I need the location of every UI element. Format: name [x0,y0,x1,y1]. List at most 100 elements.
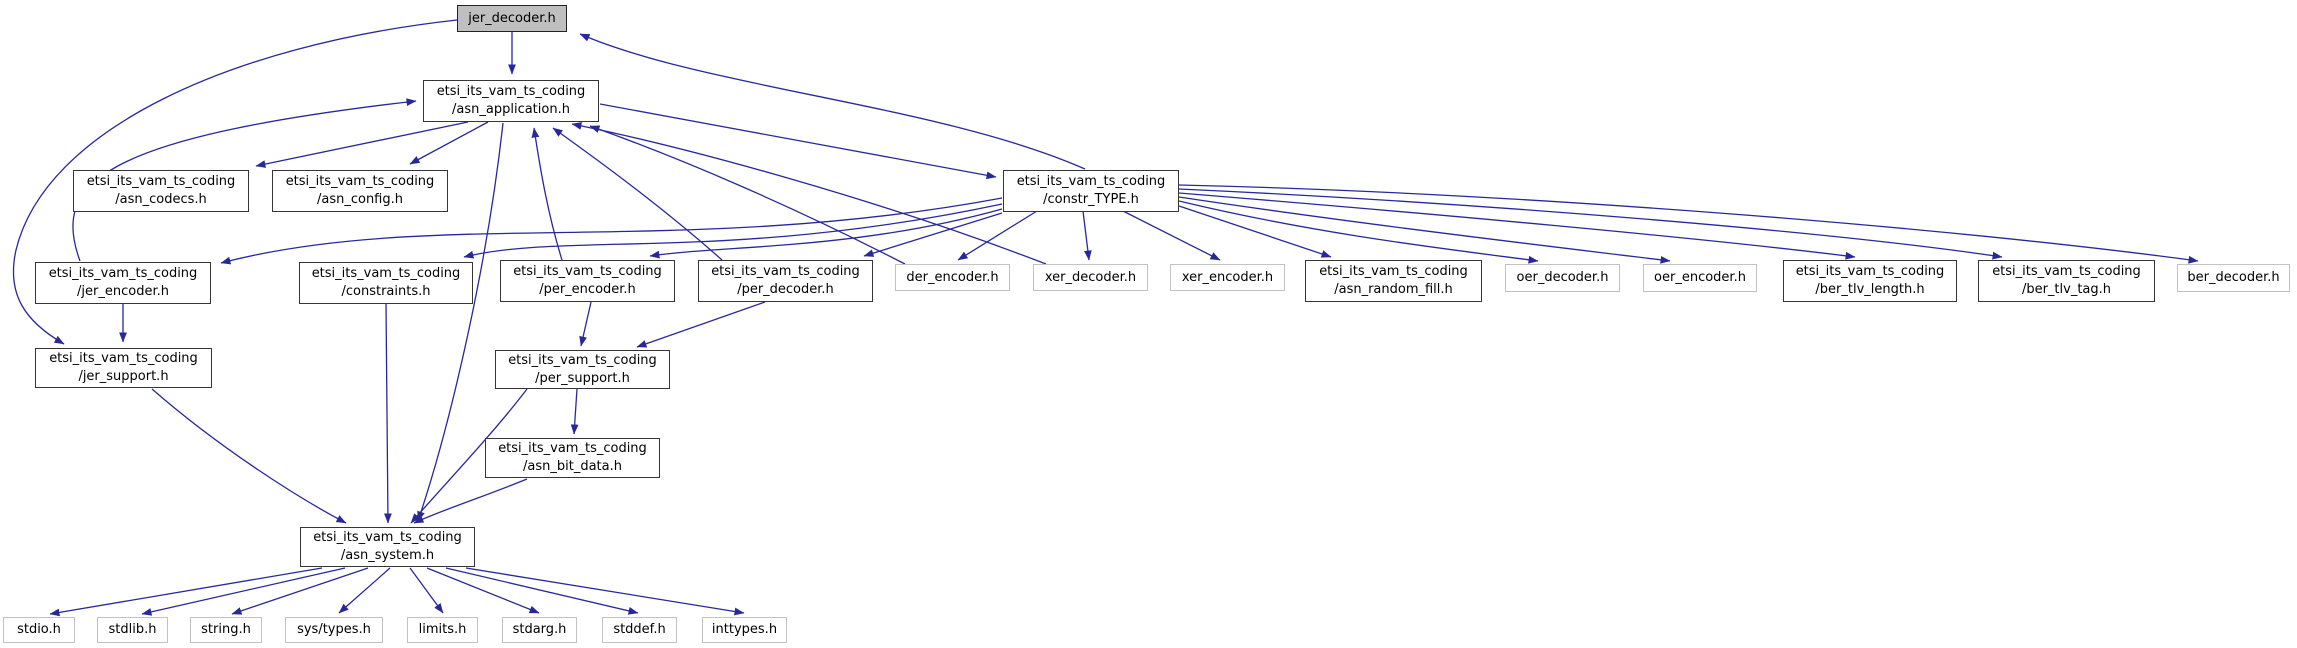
node-label: inttypes.h [711,622,778,637]
node-label: oer_encoder.h [1654,270,1746,285]
node-ber-tlv-tag[interactable]: etsi_its_vam_ts_coding /ber_tlv_tag.h [1978,260,2155,302]
edge-per_decoder-per_support [636,301,766,348]
node-per-encoder[interactable]: etsi_its_vam_ts_coding /per_encoder.h [500,260,675,302]
edge-asn_system-string [231,567,369,615]
node-label: der_encoder.h [906,269,999,285]
edge-per_encoder-per_support [579,301,592,347]
node-asn-system[interactable]: etsi_its_vam_ts_coding /asn_system.h [300,527,475,567]
edge-xer_decoder-asn_application [571,122,1047,265]
edge-asn_system-stdio [49,567,323,617]
node-label: /asn_config.h [316,192,403,207]
edge-constr_type-constraints [463,203,1003,259]
node-label: oer_decoder.h [1516,270,1609,285]
node-label: /asn_random_fill.h [1334,282,1453,297]
node-label: xer_decoder.h [1044,269,1137,285]
edge-asn_system-stddef [445,567,639,615]
edge-per_support-asn_system [410,388,528,524]
node-label: /asn_application.h [452,102,570,117]
node-der-encoder: der_encoder.h [895,264,1010,291]
node-label: limits.h [418,622,467,637]
edge-constr_type-ber_tlv_length [1178,192,1856,260]
node-label: /jer_encoder.h [77,284,169,299]
edge-per_support-asn_bit_data [570,388,579,435]
edge-constr_type-per_decoder [863,212,1003,257]
edge-constr_type-jer_decoder [579,33,1086,170]
edge-group [12,19,2199,617]
edge-constr_type-per_encoder [649,208,1003,259]
node-asn-bit-data[interactable]: etsi_its_vam_ts_coding /asn_bit_data.h [485,438,660,478]
edge-asn_system-inttypes [465,567,745,616]
edge-jer_support-asn_system [151,388,347,524]
node-label: /constraints.h [341,284,431,299]
node-stddef: stddef.h [602,617,677,643]
node-label: /jer_support.h [78,369,169,384]
node-jer-encoder[interactable]: etsi_its_vam_ts_coding /jer_encoder.h [35,262,211,304]
node-label: /constr_TYPE.h [1043,192,1139,207]
node-label: etsi_its_vam_ts_coding [285,174,435,189]
node-label: /asn_system.h [340,548,435,563]
node-stdio: stdio.h [3,617,75,643]
node-label: stdlib.h [108,622,157,637]
edge-asn_system-stdlib [141,567,346,616]
node-label: stdarg.h [512,622,567,637]
node-constr-type[interactable]: etsi_its_vam_ts_coding /constr_TYPE.h [1003,170,1179,212]
node-stdlib: stdlib.h [97,617,168,643]
node-limits: limits.h [407,617,478,643]
edge-constr_type-asn_random_fill [1178,205,1332,258]
node-ber-decoder: ber_decoder.h [2177,264,2290,292]
edge-asn_system-stdarg [426,567,540,614]
node-constraints[interactable]: etsi_its_vam_ts_coding /constraints.h [299,262,473,304]
node-sys-types: sys/types.h [285,617,383,643]
node-label: etsi_its_vam_ts_coding [1016,174,1166,189]
node-asn-config[interactable]: etsi_its_vam_ts_coding /asn_config.h [272,170,448,212]
node-xer-decoder: xer_decoder.h [1033,264,1148,291]
edge-asn_system-sys_types [338,567,391,614]
edge-constr_type-der_encoder [957,210,1038,261]
node-asn-application[interactable]: etsi_its_vam_ts_coding /asn_application.… [423,80,599,122]
node-label: stdio.h [17,622,61,637]
node-label: /ber_tlv_length.h [1815,282,1925,297]
edge-per_decoder-asn_application [552,127,723,261]
edge-asn_system-limits [409,567,444,614]
node-label: /asn_codecs.h [115,192,207,207]
node-label: etsi_its_vam_ts_coding [498,441,647,456]
edge-constr_type-oer_decoder [1178,200,1539,264]
edge-constraints-asn_system [384,302,392,524]
edge-constr_type-oer_encoder [1178,196,1671,264]
edge-asn_application-constr_type [599,103,997,180]
node-string: string.h [190,617,262,643]
node-label: /per_decoder.h [737,282,834,297]
node-label: jer_decoder.h [468,10,556,26]
node-label: ber_decoder.h [2187,270,2280,285]
edge-per_encoder-asn_application [531,127,563,261]
node-label: etsi_its_vam_ts_coding [49,351,198,366]
node-asn-codecs[interactable]: etsi_its_vam_ts_coding /asn_codecs.h [73,170,249,212]
node-oer-decoder: oer_decoder.h [1505,264,1620,292]
node-jer-support[interactable]: etsi_its_vam_ts_coding /jer_support.h [35,348,212,388]
edge-jer_encoder-asn_application [72,98,417,262]
node-label: etsi_its_vam_ts_coding [1795,264,1945,279]
node-per-support[interactable]: etsi_its_vam_ts_coding /per_support.h [495,350,670,389]
node-asn-random-fill[interactable]: etsi_its_vam_ts_coding /asn_random_fill.… [1305,260,1482,302]
node-label: etsi_its_vam_ts_coding [513,264,662,279]
node-inttypes: inttypes.h [702,617,787,643]
node-stdarg: stdarg.h [502,617,577,643]
edge-asn_application-asn_config [409,121,489,165]
edge-constr_type-ber_tlv_tag [1178,188,2003,260]
node-label: sys/types.h [297,622,371,637]
node-per-decoder[interactable]: etsi_its_vam_ts_coding /per_decoder.h [698,260,873,302]
node-oer-encoder: oer_encoder.h [1643,264,1757,292]
node-label: etsi_its_vam_ts_coding [436,84,586,99]
node-label: etsi_its_vam_ts_coding [1992,264,2141,279]
node-label: etsi_its_vam_ts_coding [311,266,461,281]
edge-jer_decoder-jer_support [12,19,458,345]
edge-asn_application-asn_codecs [255,121,469,168]
node-label: etsi_its_vam_ts_coding [48,266,198,281]
node-label: etsi_its_vam_ts_coding [86,174,236,189]
node-label: /ber_tlv_tag.h [2021,282,2112,297]
node-ber-tlv-length[interactable]: etsi_its_vam_ts_coding /ber_tlv_length.h [1783,260,1957,302]
edge-constr_type-jer_encoder [220,197,1003,265]
edge-asn_bit_data-asn_system [413,478,528,524]
